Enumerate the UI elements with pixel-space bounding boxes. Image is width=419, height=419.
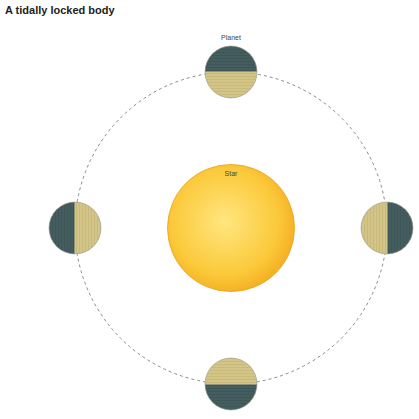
star-node: Star [167, 164, 295, 292]
diagram-title: A tidally locked body [5, 4, 115, 16]
planet-figure-box [204, 45, 258, 99]
planet-figure [205, 358, 257, 410]
planet-label: Planet [204, 34, 258, 42]
orbit-path [75, 72, 387, 384]
planet-figure [205, 46, 257, 98]
planet-figure [49, 202, 101, 254]
star-label: Star [167, 164, 295, 178]
planet-node: Planet [204, 34, 258, 99]
planet-figure [361, 202, 413, 254]
star-figure [167, 164, 295, 292]
